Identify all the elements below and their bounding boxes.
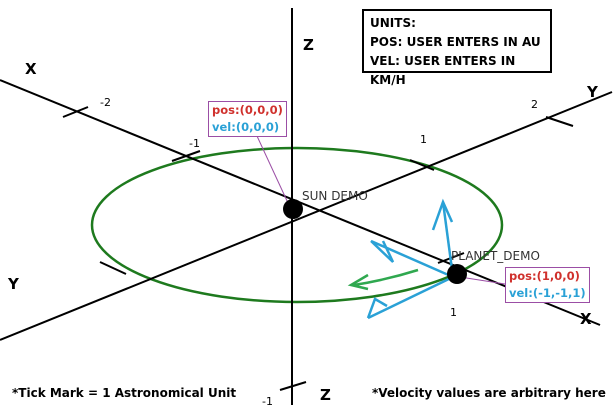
planet-pos-text: pos:(1,0,0) [509,269,580,283]
sun-name-label: SUN DEMO [302,189,368,203]
planet-body [447,264,467,284]
tick-label-y-pos1: 1 [420,133,427,146]
tick-label-x-neg1: -1 [189,137,200,150]
tick-label-z-neg1: -1 [262,395,273,408]
tick-label-y-pos2: 2 [531,98,538,111]
z-axis-label-negative: Z [320,386,331,404]
units-vel-line: VEL: USER ENTERS IN KM/H [370,54,516,87]
sun-vel-text: vel:(0,0,0) [212,120,280,134]
sun-body [283,199,303,219]
units-box: UNITS: POS: USER ENTERS IN AU VEL: USER … [362,9,552,87]
tick-y-pos2 [545,116,574,127]
velocity-arrows [366,198,455,320]
planet-info-box: pos:(1,0,0) vel:(-1,-1,1) [505,267,590,303]
tick-label-x-neg2: -2 [100,96,111,109]
planet-leader-line [459,276,506,285]
sun-leader-line [256,135,289,204]
units-pos-line: POS: USER ENTERS IN AU [370,35,541,49]
tick-y-neg1 [99,261,127,275]
velocity-note: *Velocity values are arbitrary here [372,386,606,400]
tick-x-neg1 [171,150,201,162]
x-axis-label-positive: X [580,310,592,328]
y-axis-label-negative: Y [7,275,20,293]
tick-y-pos1 [409,159,435,171]
tick-x-neg2 [62,106,89,118]
z-axis-label-positive: Z [303,36,314,54]
x-axis-label-negative: X [25,60,37,78]
orbit-direction-arrow [347,268,419,291]
y-axis-line [0,91,613,341]
tick-mark-note: *Tick Mark = 1 Astronomical Unit [12,386,237,400]
planet-name-label: PLANET_DEMO [451,249,540,263]
tick-z-neg1 [279,381,307,391]
y-axis-label-positive: Y [586,83,599,101]
sun-info-box: pos:(0,0,0) vel:(0,0,0) [208,101,287,137]
orbit-ellipse [90,146,504,304]
planet-vel-text: vel:(-1,-1,1) [509,286,586,300]
sun-pos-text: pos:(0,0,0) [212,103,283,117]
tick-label-x-pos1: 1 [450,306,457,319]
units-title: UNITS: [370,16,416,30]
